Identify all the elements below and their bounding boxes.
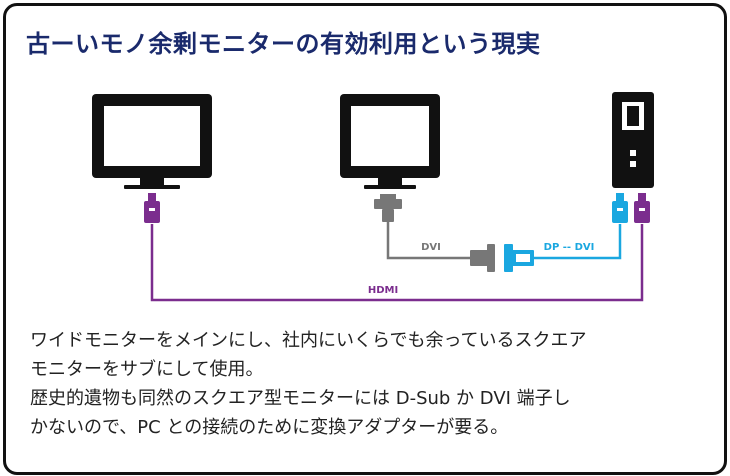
caption-line: 歴史的遺物も同然のスクエア型モニターには D-Sub か DVI 端子し — [30, 388, 571, 409]
page-title: 古ーいモノ余剰モニターの有効利用という現実 — [26, 30, 541, 58]
hdmi-cable — [144, 193, 650, 302]
dp-dvi-adapter-cable — [504, 193, 628, 272]
caption-line: ワイドモニターをメインにし、社内にいくらでも余っているスクエア — [30, 330, 587, 351]
dvi-plug-monitor — [374, 194, 402, 222]
dp-dvi-adapter-dvi-end — [504, 244, 534, 272]
wide-monitor-icon — [92, 94, 212, 189]
dp-plug-pc — [612, 193, 628, 223]
dvi-cable — [374, 194, 495, 272]
diagram-frame: 古ーいモノ余剰モニターの有効利用という現実 — [3, 3, 727, 475]
hdmi-plug-monitor — [144, 193, 160, 223]
hdmi-label: HDMI — [368, 285, 398, 296]
caption-text: ワイドモニターをメインにし、社内にいくらでも余っているスクエア モニターをサブに… — [30, 326, 700, 442]
pc-tower-icon — [612, 92, 654, 188]
dp-dvi-label: DP -- DVI — [544, 242, 595, 253]
dvi-label: DVI — [421, 242, 441, 253]
square-monitor-icon — [340, 94, 440, 189]
hdmi-plug-pc — [634, 193, 650, 223]
caption-line: モニターをサブにして使用。 — [30, 359, 264, 380]
caption-line: かないので、PC との接続のために変換アダプターが要る。 — [30, 417, 509, 438]
dvi-plug-adapter — [470, 244, 495, 272]
